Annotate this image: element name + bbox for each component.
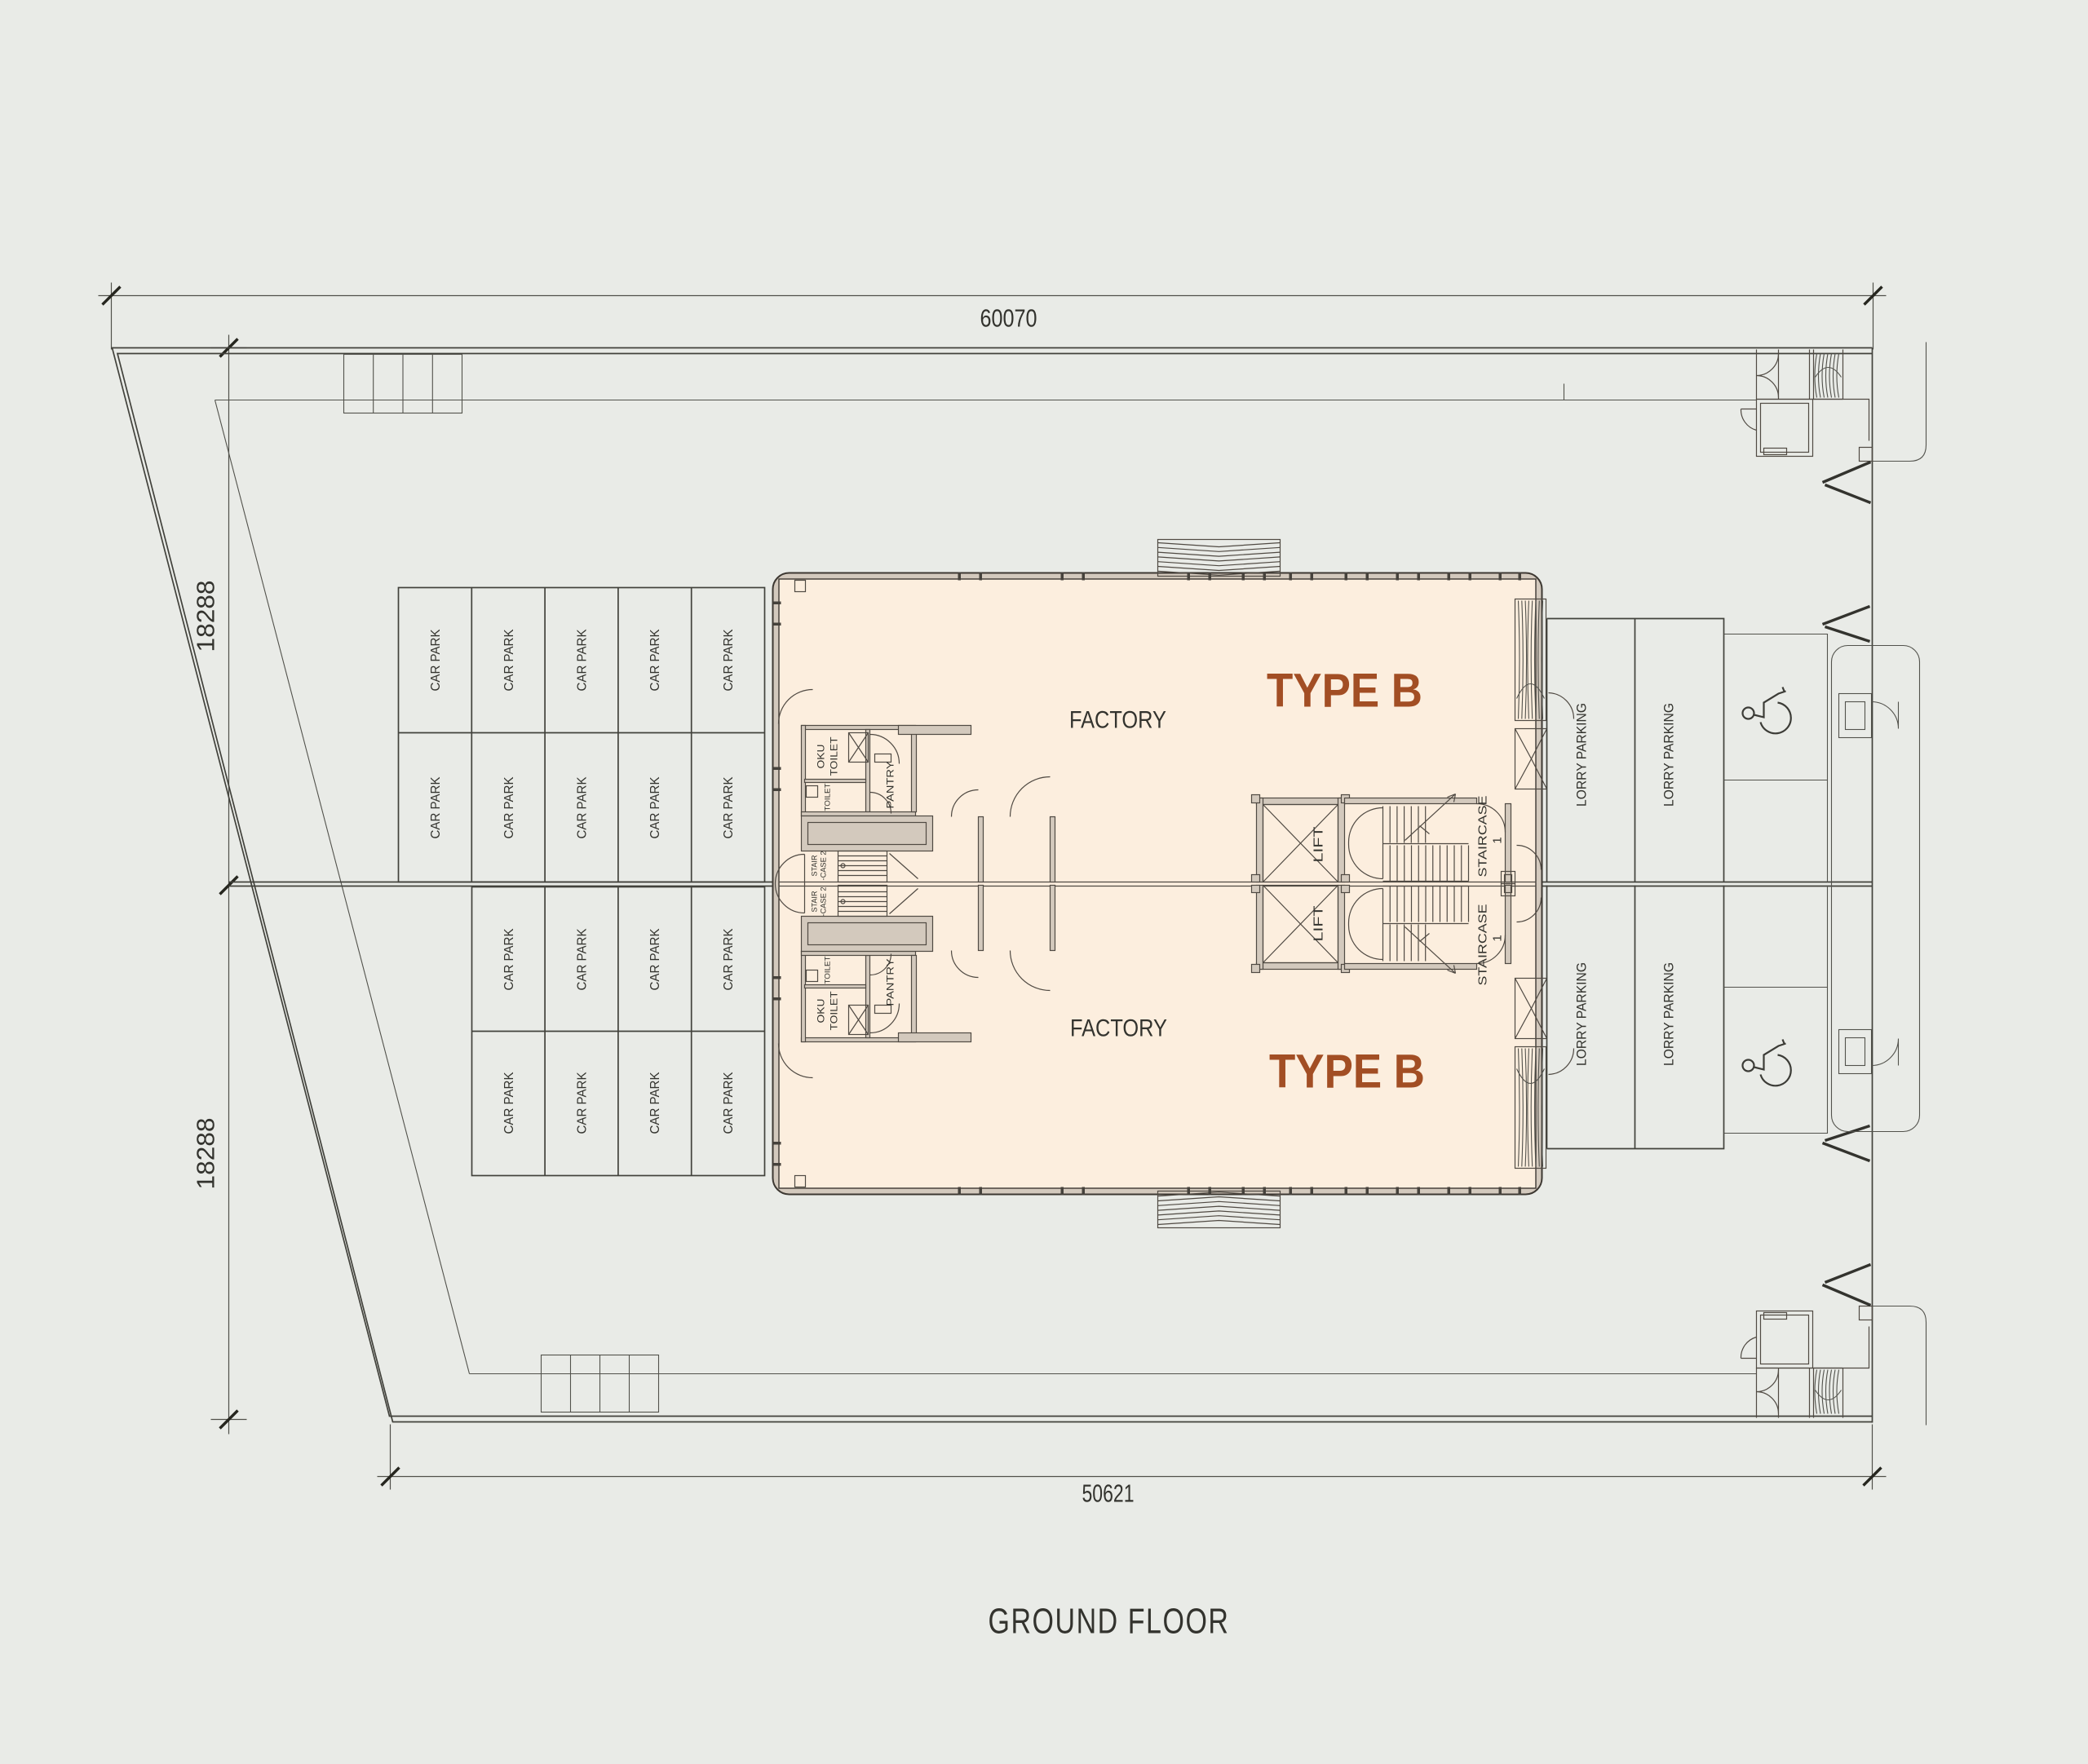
svg-text:CAR PARK: CAR PARK [502,928,516,990]
svg-text:CAR PARK: CAR PARK [502,1072,516,1134]
svg-text:OKU: OKU [816,999,827,1023]
svg-text:1: 1 [1491,935,1505,941]
svg-text:CAR PARK: CAR PARK [648,776,662,838]
svg-text:-CASE 2: -CASE 2 [820,887,828,917]
svg-text:18288: 18288 [192,1118,220,1190]
svg-text:STAIRCASE: STAIRCASE [1476,796,1490,878]
svg-text:LORRY PARKING: LORRY PARKING [1574,962,1590,1066]
svg-text:CAR PARK: CAR PARK [502,776,516,838]
svg-text:TOILET: TOILET [824,783,832,811]
svg-text:CAR PARK: CAR PARK [648,1072,662,1134]
svg-text:60070: 60070 [980,304,1037,333]
svg-text:CAR PARK: CAR PARK [722,629,736,691]
svg-text:STAIR: STAIR [811,855,819,876]
svg-text:FACTORY: FACTORY [1070,1015,1167,1042]
svg-text:CAR PARK: CAR PARK [575,629,589,691]
svg-text:TOILET: TOILET [829,736,840,776]
svg-text:18288: 18288 [192,581,220,652]
svg-text:CAR PARK: CAR PARK [722,1072,736,1134]
svg-text:CAR PARK: CAR PARK [575,1072,589,1134]
svg-text:50621: 50621 [1082,1479,1135,1508]
svg-text:CAR PARK: CAR PARK [722,776,736,838]
svg-text:LORRY PARKING: LORRY PARKING [1661,703,1677,807]
svg-text:CAR PARK: CAR PARK [648,629,662,691]
svg-text:STAIRCASE: STAIRCASE [1476,904,1490,986]
svg-text:PANTRY: PANTRY [885,762,896,809]
svg-text:TOILET: TOILET [824,956,832,984]
svg-text:OKU: OKU [816,745,827,769]
svg-text:TYPE B: TYPE B [1269,1046,1425,1099]
svg-text:CAR PARK: CAR PARK [575,928,589,990]
svg-text:GROUND FLOOR: GROUND FLOOR [989,1602,1230,1642]
svg-text:LIFT: LIFT [1312,905,1326,941]
svg-text:FACTORY: FACTORY [1069,707,1166,734]
svg-text:TYPE B: TYPE B [1267,665,1422,718]
svg-text:LORRY PARKING: LORRY PARKING [1574,703,1590,807]
svg-text:CAR PARK: CAR PARK [429,776,443,838]
svg-text:LORRY PARKING: LORRY PARKING [1661,962,1677,1066]
svg-text:1: 1 [1491,837,1505,843]
svg-text:-CASE 2: -CASE 2 [820,851,828,881]
svg-text:LIFT: LIFT [1312,826,1326,862]
svg-text:CAR PARK: CAR PARK [648,928,662,990]
svg-text:CAR PARK: CAR PARK [575,776,589,838]
svg-text:TOILET: TOILET [829,991,840,1031]
svg-text:CAR PARK: CAR PARK [429,629,443,691]
svg-text:CAR PARK: CAR PARK [722,928,736,990]
svg-text:CAR PARK: CAR PARK [502,629,516,691]
svg-text:STAIR: STAIR [811,891,819,912]
svg-text:PANTRY: PANTRY [885,959,896,1006]
